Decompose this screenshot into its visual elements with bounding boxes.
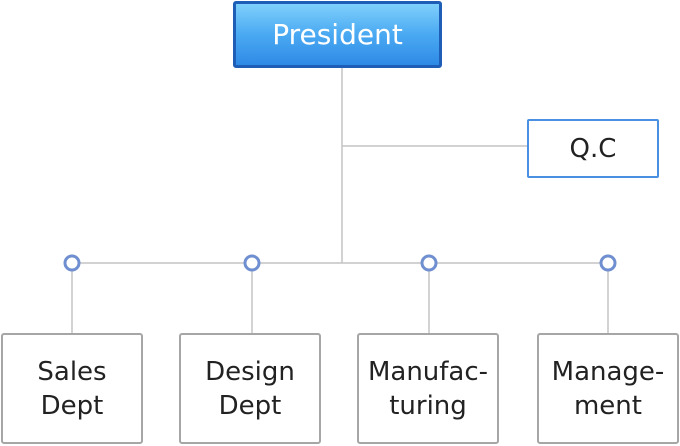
management-junction-dot bbox=[599, 254, 617, 272]
qc-label: Q.C bbox=[569, 133, 617, 164]
sales-junction-dot bbox=[63, 254, 81, 272]
president-node: President bbox=[233, 1, 442, 68]
sales-dept-node: Sales Dept bbox=[1, 333, 143, 444]
manufacturing-label: Manufac- turing bbox=[367, 356, 489, 421]
design-dept-node: Design Dept bbox=[179, 333, 321, 444]
management-label: Manage- ment bbox=[551, 356, 665, 421]
design-dept-label: Design Dept bbox=[205, 356, 295, 421]
manufacturing-node: Manufac- turing bbox=[357, 333, 499, 444]
sales-dept-label: Sales Dept bbox=[37, 356, 107, 421]
design-junction-dot bbox=[243, 254, 261, 272]
president-label: President bbox=[272, 18, 403, 51]
qc-node: Q.C bbox=[527, 119, 659, 178]
management-node: Manage- ment bbox=[537, 333, 679, 444]
manufacturing-junction-dot bbox=[420, 254, 438, 272]
